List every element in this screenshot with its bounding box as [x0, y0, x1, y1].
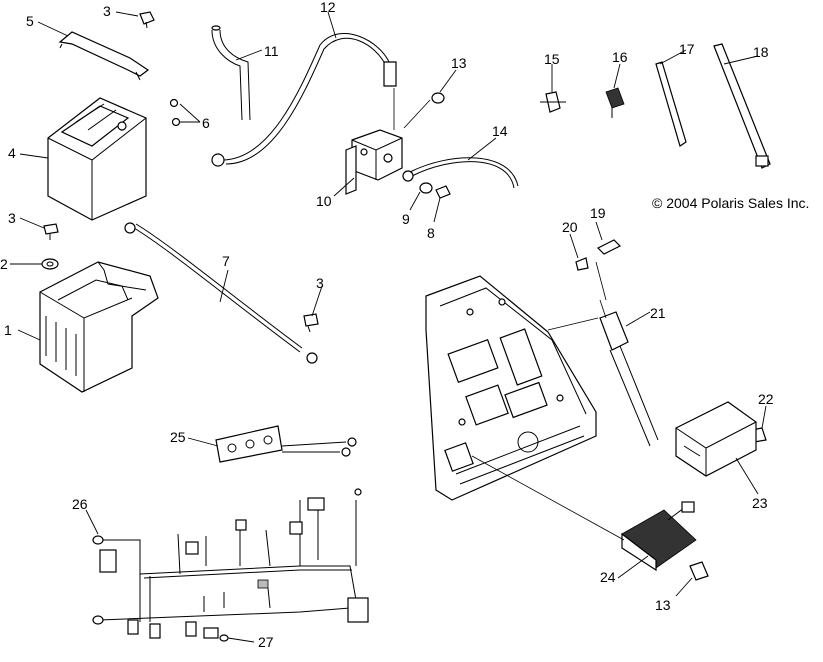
mounting-plate-part	[425, 275, 597, 501]
callout-26: 26	[72, 496, 88, 512]
callout-4: 4	[8, 145, 16, 161]
bracket-part-21	[599, 299, 659, 447]
regulator-part-24	[621, 501, 697, 572]
callout-15: 15	[544, 51, 560, 67]
callout-23: 23	[752, 495, 768, 511]
ground-cable-part	[124, 222, 318, 364]
solenoid-part	[345, 129, 403, 195]
clamp-part-16	[605, 87, 625, 118]
leader-lines	[10, 11, 767, 643]
callout-7: 7	[222, 253, 230, 269]
callout-24: 24	[600, 569, 616, 585]
callout-5: 5	[26, 13, 34, 29]
cable-tie-part-18	[713, 43, 771, 169]
callout-13-bottom: 13	[655, 597, 671, 613]
cable-tie-part-17	[655, 61, 687, 147]
assembly-line-screw	[595, 261, 607, 301]
callout-2: 2	[0, 256, 8, 272]
callout-17: 17	[679, 41, 695, 57]
cable-part-14	[402, 157, 519, 189]
battery-part	[47, 97, 147, 221]
callout-3-middle: 3	[316, 275, 324, 291]
positive-cable-part	[211, 33, 397, 167]
battery-box-part	[39, 261, 159, 393]
callout-20: 20	[562, 219, 578, 235]
callout-13-top: 13	[451, 55, 467, 71]
callout-9: 9	[402, 211, 410, 227]
assembly-line-solenoid	[393, 88, 431, 130]
callout-6: 6	[202, 115, 210, 131]
nut-part-top	[431, 92, 445, 104]
screw-part-19	[596, 239, 622, 255]
callout-labels: 1 2 3 3 3 4 5 6 7 8 9 10 11 12 13 13 14 …	[0, 0, 774, 650]
module-part-23	[675, 401, 757, 477]
callout-22: 22	[758, 391, 774, 407]
callout-12: 12	[320, 0, 336, 15]
callout-16: 16	[612, 49, 628, 65]
cable-assembly-part-25	[215, 425, 357, 463]
callout-10: 10	[316, 193, 332, 209]
assembly-line-bracket	[547, 317, 599, 331]
screw-part-top	[139, 11, 155, 29]
assembly-line-regulator	[471, 455, 625, 541]
callout-3-top: 3	[103, 3, 111, 19]
callout-27: 27	[258, 634, 274, 650]
bolt-part-6	[169, 98, 181, 127]
callout-19: 19	[590, 205, 606, 221]
nut-part-20	[575, 257, 589, 271]
callout-21: 21	[650, 305, 666, 321]
wiring-harness-part	[92, 488, 369, 642]
washer-part-2	[41, 258, 59, 270]
copyright-notice: © 2004 Polaris Sales Inc.	[652, 195, 809, 211]
callout-11: 11	[264, 43, 279, 59]
washer-part-9	[419, 182, 433, 194]
callout-3-left: 3	[8, 210, 16, 226]
callout-1: 1	[4, 322, 12, 338]
clip-part-15	[540, 91, 566, 113]
screw-part-13-bottom	[689, 561, 709, 581]
screw-part-middle	[303, 313, 319, 333]
screw-part-left	[43, 223, 59, 240]
tube-part-11	[211, 25, 251, 121]
callout-25: 25	[170, 429, 186, 445]
callout-8: 8	[427, 225, 435, 241]
hold-down-strap-part	[58, 31, 150, 81]
callout-18: 18	[753, 44, 769, 60]
nut-part-8	[435, 185, 451, 199]
callout-14: 14	[492, 123, 508, 139]
